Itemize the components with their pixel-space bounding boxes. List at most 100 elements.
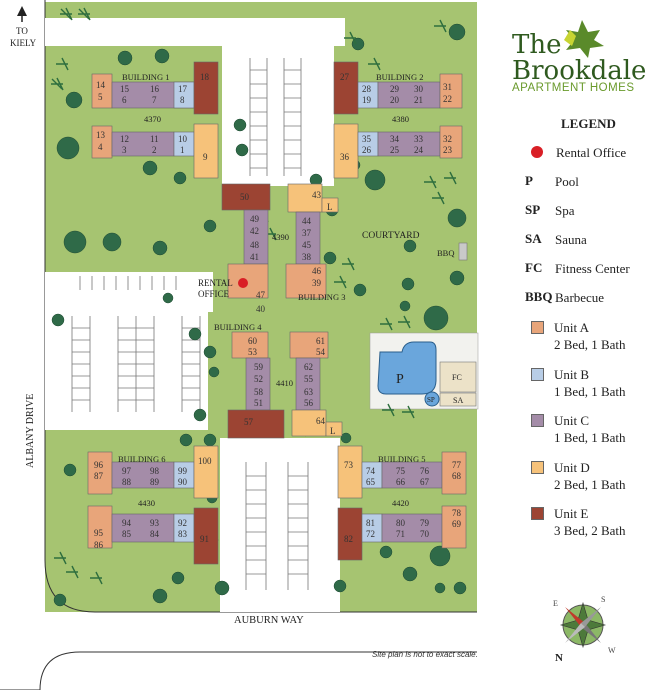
unit-28: 28 xyxy=(362,84,372,94)
unit-86: 86 xyxy=(94,540,104,550)
unit-39: 39 xyxy=(312,278,322,288)
brand-tagline: APARTMENT HOMES xyxy=(512,82,635,94)
unit-26: 26 xyxy=(362,145,372,155)
unit-23: 23 xyxy=(443,145,453,155)
unit-34: 34 xyxy=(390,134,400,144)
building-1-label: BUILDING 1 xyxy=(122,72,169,82)
unit-74: 74 xyxy=(366,466,376,476)
unit-44: 44 xyxy=(302,216,312,226)
unit-11: 11 xyxy=(150,134,159,144)
legend-spa-text: Spa xyxy=(555,203,575,218)
north-parking xyxy=(222,46,334,186)
unit-65: 65 xyxy=(366,477,376,487)
legend-sauna-sym: SA xyxy=(525,231,542,246)
unit-20: 20 xyxy=(390,95,400,105)
address-4410: 4410 xyxy=(276,378,293,388)
unit-89: 89 xyxy=(150,477,160,487)
unit-19: 19 xyxy=(362,95,372,105)
unit-d-label: Unit D xyxy=(554,460,590,475)
albany-drive-label: ALBANY DRIVE xyxy=(25,394,36,468)
unit-43-l: L xyxy=(327,202,333,212)
top-road xyxy=(45,18,345,46)
building-6 xyxy=(87,445,219,565)
north-arrow-icon xyxy=(17,6,27,16)
legend-bbq-sym: BBQ xyxy=(525,289,553,304)
unit-24: 24 xyxy=(414,145,424,155)
unit-9: 9 xyxy=(203,152,208,162)
unit-10: 10 xyxy=(178,134,188,144)
unit-72: 72 xyxy=(366,529,375,539)
unit-64: 64 xyxy=(316,416,326,426)
unit-55: 55 xyxy=(304,374,314,384)
unit-47: 47 xyxy=(256,290,266,300)
unit-2: 2 xyxy=(152,145,157,155)
unit-85: 85 xyxy=(122,529,132,539)
unit-80: 80 xyxy=(396,518,406,528)
unit-43: 43 xyxy=(312,190,322,200)
unit-e-swatch xyxy=(531,507,544,520)
legend-title: LEGEND xyxy=(561,116,616,131)
building-3 xyxy=(221,183,339,299)
unit-49: 49 xyxy=(250,214,260,224)
unit-21: 21 xyxy=(414,95,423,105)
unit-36: 36 xyxy=(340,152,350,162)
to-kiely-label-1: TO xyxy=(16,26,28,36)
unit-52: 52 xyxy=(254,374,263,384)
unit-59: 59 xyxy=(254,362,264,372)
unit-100: 100 xyxy=(198,456,212,466)
unit-48: 48 xyxy=(250,240,260,250)
unit-92: 92 xyxy=(178,518,187,528)
building-5-label: BUILDING 5 xyxy=(378,454,425,464)
legend-pool-sym: P xyxy=(525,173,533,188)
unit-62: 62 xyxy=(304,362,313,372)
pool xyxy=(377,341,437,395)
unit-labels: 14 5 15 6 16 7 17 8 18 13 4 12 3 11 2 10… xyxy=(94,72,462,550)
unit-13: 13 xyxy=(96,130,106,140)
unit-88: 88 xyxy=(122,477,132,487)
south-parking xyxy=(220,438,340,612)
address-4370: 4370 xyxy=(144,114,161,124)
unit-90: 90 xyxy=(178,477,188,487)
address-4420: 4420 xyxy=(392,498,409,508)
sa-label: SA xyxy=(453,396,463,405)
building-1 xyxy=(91,61,219,179)
unit-3: 3 xyxy=(122,145,127,155)
unit-84: 84 xyxy=(150,529,160,539)
building-5 xyxy=(337,445,467,561)
courtyard-label: COURTYARD xyxy=(362,231,420,241)
address-4430: 4430 xyxy=(138,498,155,508)
fc-label: FC xyxy=(452,373,462,382)
unit-73: 73 xyxy=(344,460,354,470)
unit-b-label: Unit B xyxy=(554,367,590,382)
unit-63: 63 xyxy=(304,387,314,397)
brookdale-leaf-logo xyxy=(564,20,604,58)
unit-27: 27 xyxy=(340,72,350,82)
bbq-label: BBQ xyxy=(437,248,454,258)
legend-sauna: SA Sauna xyxy=(525,231,587,248)
unit-41: 41 xyxy=(250,252,259,262)
unit-7: 7 xyxy=(152,95,157,105)
unit-87: 87 xyxy=(94,471,104,481)
unit-50: 50 xyxy=(240,192,250,202)
unit-30: 30 xyxy=(414,84,424,94)
unit-4: 4 xyxy=(98,142,103,152)
rental-office-label-1: RENTAL xyxy=(198,278,233,288)
compass-n: N xyxy=(555,652,563,664)
unit-1: 1 xyxy=(180,145,185,155)
unit-14: 14 xyxy=(96,80,106,90)
building-3-label: BUILDING 3 xyxy=(298,292,345,302)
unit-96: 96 xyxy=(94,460,104,470)
unit-83: 83 xyxy=(178,529,188,539)
rental-office-marker[interactable] xyxy=(238,278,248,288)
unit-75: 75 xyxy=(396,466,406,476)
legend-pool-text: Pool xyxy=(555,174,579,189)
brand-name-line2: Brookdale xyxy=(512,56,647,86)
unit-81: 81 xyxy=(366,518,375,528)
compass-e: E xyxy=(553,599,558,608)
address-4390: 4390 xyxy=(272,232,289,242)
unit-8: 8 xyxy=(180,95,185,105)
